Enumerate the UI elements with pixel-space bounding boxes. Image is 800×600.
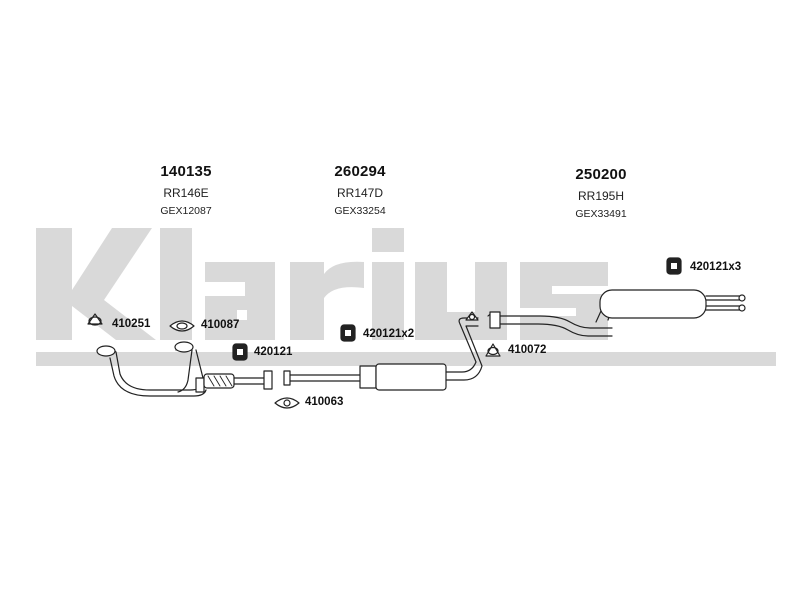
part-gex-code: GEX33491 [575, 208, 627, 220]
flexi-pipe [203, 370, 273, 390]
part-gex-code: GEX33254 [334, 205, 386, 217]
fitting-label-410087: 410087 [201, 319, 240, 331]
rubber-hanger-icon [232, 343, 248, 361]
fitting-label-410251: 410251 [112, 318, 151, 330]
fitting-label-410072: 410072 [508, 344, 547, 356]
centre-silencer [283, 317, 483, 391]
rubber-hanger-icon [340, 324, 356, 342]
fitting-label-410063: 410063 [305, 396, 344, 408]
gasket-icon [87, 313, 103, 326]
part-number: 260294 [334, 163, 386, 180]
part-reference: RR146E [163, 186, 209, 200]
part-gex-code: GEX12087 [160, 205, 212, 217]
gasket-icon [169, 320, 195, 332]
fitting-label-420121x2: 420121x2 [363, 328, 415, 340]
part-header-3: 250200 RR195H GEX33491 [541, 166, 661, 220]
part-number: 140135 [160, 163, 212, 180]
part-reference: RR195H [577, 189, 625, 203]
rear-silencer [487, 289, 746, 337]
rubber-hanger-icon [666, 257, 682, 275]
part-header-1: 140135 RR146E GEX12087 [126, 163, 246, 217]
gasket-icon [485, 343, 501, 357]
part-number: 250200 [575, 166, 627, 183]
fitting-label-420121: 420121 [254, 346, 293, 358]
part-reference: RR147D [336, 186, 384, 200]
fitting-label-420121x3: 420121x3 [690, 261, 742, 273]
front-downpipe [96, 341, 207, 397]
gasket-icon [465, 311, 479, 321]
gasket-icon [274, 397, 300, 409]
part-header-2: 260294 RR147D GEX33254 [300, 163, 420, 217]
